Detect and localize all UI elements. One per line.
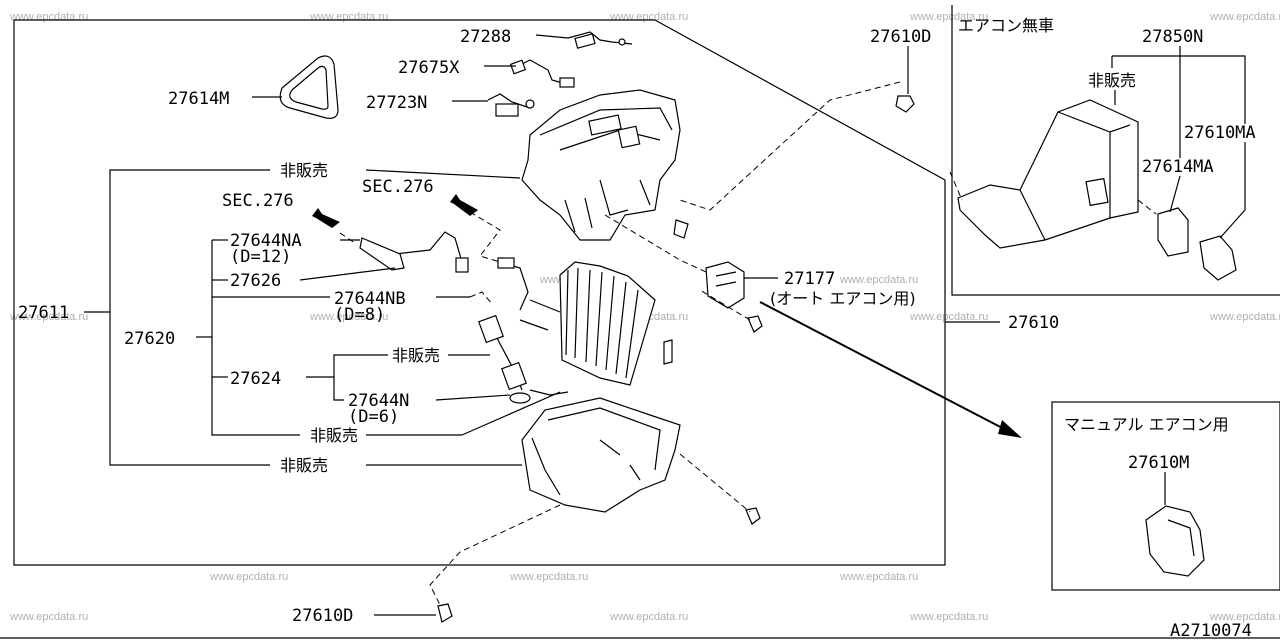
watermark: www.epcdata.ru: [309, 11, 388, 23]
label-27644nb: 27644NB: [334, 289, 406, 309]
watermark: www.epcdata.ru: [9, 311, 88, 323]
label-27675x: 27675X: [398, 58, 460, 78]
label-27177: 27177: [784, 269, 835, 289]
label-27620: 27620: [124, 329, 175, 349]
label-27610d-top: 27610D: [870, 27, 931, 47]
watermark: www.epcdata.ru: [609, 11, 688, 23]
watermarks: www.epcdata.ru www.epcdata.ru www.epcdat…: [9, 11, 1280, 623]
no-ac-duct: [957, 99, 1237, 281]
evaporator-core: [519, 261, 656, 386]
manual-title: マニュアル エアコン用: [1064, 415, 1229, 434]
label-27288: 27288: [460, 27, 511, 47]
direction-arrow: [759, 301, 1022, 438]
label-27614ma: 27614MA: [1142, 157, 1214, 177]
watermark: www.epcdata.ru: [509, 571, 588, 583]
label-27610m: 27610M: [1128, 453, 1189, 473]
label-27610: 27610: [1008, 313, 1059, 333]
upper-case: [521, 89, 681, 241]
sensor-harnesses: [487, 31, 633, 117]
watermark: www.epcdata.ru: [1209, 11, 1280, 23]
label-27644n: 27644N: [348, 391, 409, 411]
label-nonsale: 非販売: [310, 426, 358, 445]
label-27723n: 27723N: [366, 93, 427, 113]
no-ac-title: エアコン無車: [958, 16, 1054, 35]
expansion-valve-pipes: [359, 231, 673, 404]
watermark: www.epcdata.ru: [9, 611, 88, 623]
no-ac-labels: エアコン無車 27850N 非販売 27610MA 27614MA: [958, 16, 1256, 177]
sec-arrows: [312, 194, 478, 228]
leader-lines: [84, 34, 1246, 616]
label-d8: (D=8): [334, 305, 385, 325]
watermark: www.epcdata.ru: [209, 571, 288, 583]
lower-case: [521, 397, 681, 513]
manual-resistor: [1145, 505, 1205, 577]
watermark: www.epcdata.ru: [1209, 611, 1280, 623]
label-auto-ac: (オート エアコン用): [770, 289, 916, 308]
no-ac-box: [951, 5, 1280, 296]
label-d6: (D=6): [348, 407, 399, 427]
watermark: www.epcdata.ru: [909, 311, 988, 323]
watermark: www.epcdata.ru: [839, 571, 918, 583]
label-27850n: 27850N: [1142, 27, 1203, 47]
label-sec276: SEC.276: [222, 191, 294, 211]
watermark: www.epcdata.ru: [839, 274, 918, 286]
label-nonsale: 非販売: [1088, 71, 1136, 90]
resistor-27177: [705, 261, 745, 309]
watermark: www.epcdata.ru: [1209, 311, 1280, 323]
main-frame: [13, 19, 946, 566]
watermark: www.epcdata.ru: [909, 11, 988, 23]
screws: [437, 95, 915, 623]
label-27624: 27624: [230, 369, 281, 389]
manual-box: [1051, 401, 1280, 591]
label-27626: 27626: [230, 271, 281, 291]
part-labels: 27288 27675X 27614M 27723N 27610D 非販売 SE…: [18, 27, 1059, 626]
label-d12: (D=12): [230, 247, 291, 267]
label-27644na: 27644NA: [230, 231, 302, 251]
watermark: www.epcdata.ru: [909, 611, 988, 623]
label-27614m: 27614M: [168, 89, 229, 109]
watermark: www.epcdata.ru: [609, 611, 688, 623]
dashed-guides: [339, 81, 1157, 606]
label-nonsale: 非販売: [280, 456, 328, 475]
watermark: www.epcdata.ru: [309, 311, 388, 323]
watermark: www.epcdata.ru: [9, 11, 88, 23]
diagram-code: A2710074: [1170, 621, 1252, 640]
manual-labels: マニュアル エアコン用 27610M: [1064, 415, 1229, 473]
gasket-27614m: [279, 55, 339, 119]
label-nonsale: 非販売: [280, 161, 328, 180]
label-sec276: SEC.276: [362, 177, 434, 197]
label-27611: 27611: [18, 303, 69, 323]
label-27610d-bottom: 27610D: [292, 606, 353, 626]
label-nonsale: 非販売: [392, 346, 440, 365]
label-27610ma: 27610MA: [1184, 123, 1256, 143]
